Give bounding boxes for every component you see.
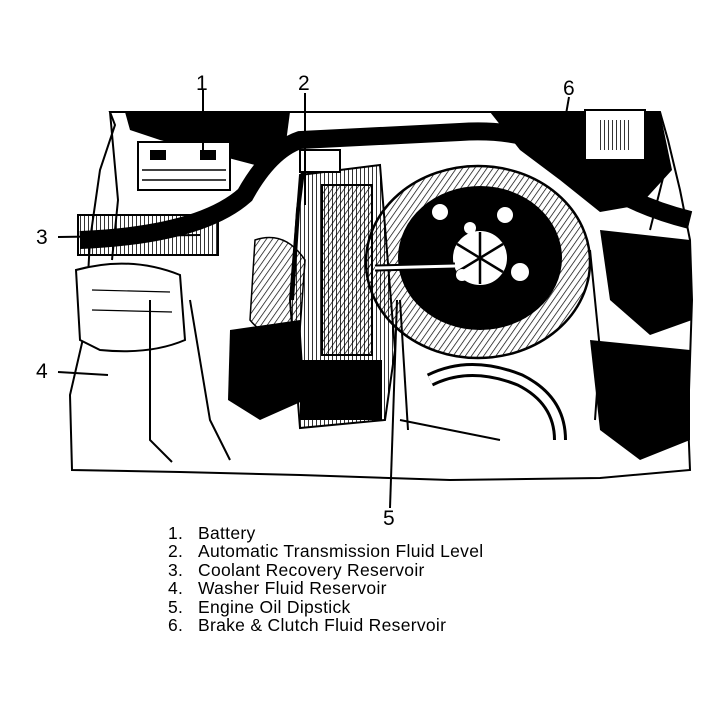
callout-5: 5 [383, 507, 395, 530]
transmission-dipstick-tube [290, 149, 341, 301]
callout-4: 4 [36, 360, 48, 383]
legend-item-coolant-reservoir: 3. Coolant Recovery Reservoir [168, 559, 483, 580]
legend-label: Engine Oil Dipstick [198, 596, 351, 617]
legend-item-transmission-fluid: 2. Automatic Transmission Fluid Level [168, 541, 484, 562]
legend-number: 4. [168, 578, 184, 599]
leader-lines [57, 90, 570, 509]
washer-fluid-reservoir [74, 262, 187, 353]
leader-line-5 [389, 299, 398, 509]
legend-number: 1. [168, 523, 184, 543]
legend-item-oil-dipstick: 5. Engine Oil Dipstick [168, 596, 483, 617]
legend-item-brake-clutch-reservoir: 6. Brake & Clutch Fluid Reservoir [168, 615, 483, 636]
legend-label: Automatic Transmission Fluid Level [198, 541, 484, 562]
leader-line-4 [57, 371, 109, 376]
engine-block [249, 163, 397, 430]
leader-line-3 [57, 234, 201, 238]
callout-6: 6 [563, 77, 575, 100]
legend-label: Battery [198, 523, 256, 543]
brake-clutch-fluid-reservoir [584, 109, 646, 161]
legend: 1. Battery 2. Automatic Transmission Fluid… [168, 523, 484, 636]
legend-number: 2. [168, 541, 184, 562]
callout-2: 2 [298, 72, 310, 95]
callout-1: 1 [196, 72, 208, 95]
legend-item-battery: 1. Battery [168, 523, 483, 543]
legend-label: Washer Fluid Reservoir [198, 578, 387, 599]
legend-number: 3. [168, 559, 184, 580]
air-cleaner [364, 164, 592, 360]
legend-label: Coolant Recovery Reservoir [198, 559, 425, 580]
legend-item-washer-reservoir: 4. Washer Fluid Reservoir [168, 578, 483, 599]
legend-number: 6. [168, 615, 184, 636]
legend-label: Brake & Clutch Fluid Reservoir [198, 615, 447, 636]
legend-number: 5. [168, 596, 184, 617]
battery [137, 141, 231, 191]
callout-3: 3 [36, 226, 48, 249]
leader-line-6 [564, 96, 570, 121]
lower-engine-details [149, 249, 602, 463]
